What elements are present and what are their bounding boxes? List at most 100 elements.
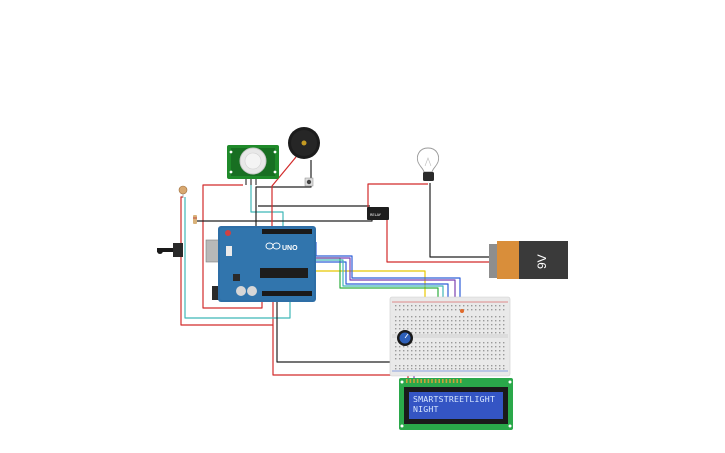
breadboard-hole — [499, 350, 501, 352]
wire-teal-pir[interactable] — [250, 178, 284, 232]
ldr-icon — [178, 185, 188, 195]
breadboard-hole — [451, 342, 453, 344]
breadboard-hole — [475, 346, 477, 348]
light-bulb[interactable] — [417, 147, 439, 181]
breadboard-hole — [419, 346, 421, 348]
wire-black-buzzer[interactable] — [255, 160, 312, 230]
breadboard-hole — [459, 368, 461, 370]
breadboard-hole — [467, 328, 469, 330]
breadboard-hole — [399, 305, 401, 307]
wire-black-top[interactable] — [196, 213, 373, 222]
wire-red-pir[interactable] — [202, 184, 263, 309]
breadboard-hole — [491, 332, 493, 334]
wire-red-buzzer[interactable] — [271, 156, 297, 230]
breadboard-hole — [467, 332, 469, 334]
breadboard-hole — [479, 316, 481, 318]
breadboard-hole — [495, 346, 497, 348]
breadboard-hole — [411, 316, 413, 318]
piezo-buzzer[interactable] — [288, 127, 320, 159]
lcd-icon — [409, 392, 503, 419]
breadboard-hole — [471, 328, 473, 330]
breadboard-hole — [499, 324, 501, 326]
breadboard-hole — [495, 358, 497, 360]
breadboard-hole — [415, 354, 417, 356]
breadboard-hole — [431, 316, 433, 318]
breadboard-hole — [423, 342, 425, 344]
breadboard-hole — [463, 358, 465, 360]
breadboard-hole — [395, 324, 397, 326]
breadboard-hole — [423, 309, 425, 311]
breadboard-hole — [475, 305, 477, 307]
breadboard-hole — [423, 324, 425, 326]
breadboard-hole — [399, 328, 401, 330]
breadboard-hole — [439, 320, 441, 322]
breadboard-hole — [399, 358, 401, 360]
breadboard-hole — [447, 332, 449, 334]
resistor[interactable] — [193, 215, 197, 224]
breadboard-hole — [487, 368, 489, 370]
wire-teal-ldr[interactable] — [184, 197, 291, 319]
breadboard-hole — [407, 365, 409, 367]
breadboard-hole — [479, 346, 481, 348]
breadboard-hole — [451, 365, 453, 367]
pir-sensor[interactable] — [227, 145, 279, 185]
breadboard-hole — [471, 316, 473, 318]
arduino-uno[interactable]: UNO — [157, 226, 316, 302]
breadboard-hole — [447, 316, 449, 318]
breadboard-hole — [487, 350, 489, 352]
breadboard-hole — [443, 305, 445, 307]
push-button[interactable] — [304, 177, 314, 187]
wire-black-bulb[interactable] — [429, 183, 491, 258]
breadboard-hole — [431, 320, 433, 322]
breadboard-hole — [415, 358, 417, 360]
breadboard-hole — [439, 358, 441, 360]
breadboard-hole — [499, 346, 501, 348]
breadboard-hole — [431, 324, 433, 326]
breadboard-hole — [431, 350, 433, 352]
breadboard-hole — [439, 316, 441, 318]
wire-red-ldr[interactable] — [180, 196, 274, 326]
breadboard-hole — [479, 305, 481, 307]
breadboard-hole — [419, 332, 421, 334]
breadboard-hole — [467, 320, 469, 322]
photoresistor[interactable] — [178, 185, 188, 198]
breadboard-hole — [447, 350, 449, 352]
breadboard-hole — [495, 328, 497, 330]
breadboard-hole — [443, 324, 445, 326]
breadboard-hole — [467, 305, 469, 307]
breadboard-hole — [463, 309, 465, 311]
wire-red-relay[interactable] — [367, 183, 428, 214]
breadboard-hole — [487, 342, 489, 344]
breadboard-hole — [467, 346, 469, 348]
wire-red-lcd[interactable] — [272, 325, 408, 376]
breadboard-hole — [431, 368, 433, 370]
breadboard-hole — [495, 350, 497, 352]
breadboard-hole — [487, 354, 489, 356]
breadboard[interactable] — [389, 296, 511, 377]
potentiometer[interactable] — [397, 330, 413, 346]
breadboard-hole — [459, 354, 461, 356]
breadboard-hole — [419, 365, 421, 367]
breadboard-hole — [435, 354, 437, 356]
breadboard-hole — [443, 346, 445, 348]
breadboard-hole — [455, 324, 457, 326]
relay[interactable]: RELAY — [367, 207, 389, 220]
battery-9v[interactable]: 9V — [489, 241, 568, 279]
lcd-16x2[interactable]: SMARTSTREETLIGHT NIGHT — [399, 378, 513, 430]
breadboard-hole — [447, 328, 449, 330]
breadboard-hole — [475, 365, 477, 367]
breadboard-hole — [451, 320, 453, 322]
breadboard-hole — [487, 328, 489, 330]
breadboard-hole — [455, 354, 457, 356]
breadboard-hole — [479, 368, 481, 370]
breadboard-hole — [411, 350, 413, 352]
wire-red-battery[interactable] — [386, 214, 490, 263]
breadboard-hole — [427, 346, 429, 348]
breadboard-hole — [499, 354, 501, 356]
breadboard-hole — [395, 309, 397, 311]
breadboard-hole — [471, 332, 473, 334]
wire-black-lcd[interactable] — [276, 300, 401, 375]
lcd-line-1: SMARTSTREETLIGHT — [413, 394, 495, 404]
breadboard-hole — [419, 324, 421, 326]
